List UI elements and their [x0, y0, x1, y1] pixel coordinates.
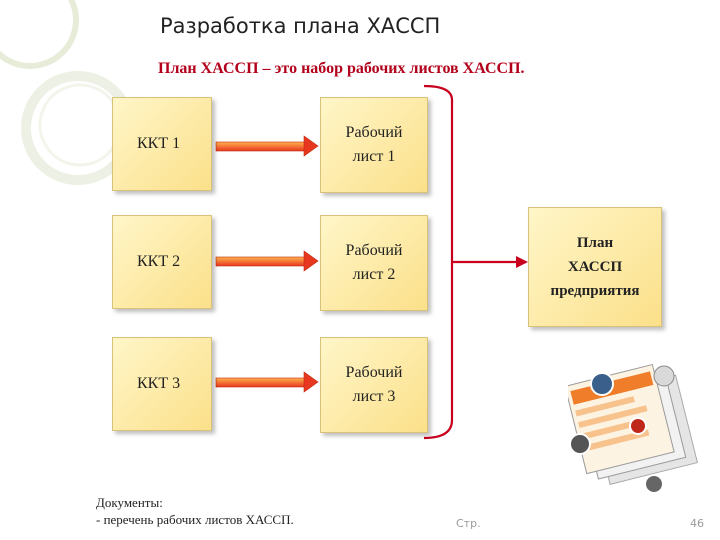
bracket-arrowhead: [516, 256, 528, 268]
haccp-plan-box: План ХАССП предприятия: [528, 207, 662, 327]
arrow-1: [215, 135, 319, 157]
ccp-box-1: ККТ 1: [112, 97, 212, 191]
worksheet-number: лист 2: [352, 266, 396, 283]
ccp-label: ККТ 3: [137, 375, 181, 392]
documents-item: - перечень рабочих листов ХАССП.: [96, 512, 294, 527]
ccp-box-3: ККТ 3: [112, 337, 212, 431]
arrow-3: [215, 371, 319, 393]
worksheet-number: лист 1: [352, 148, 396, 165]
documents-heading: Документы:: [96, 495, 163, 510]
ccp-label: ККТ 1: [137, 135, 181, 152]
worksheet-box-3: Рабочий лист 3: [320, 337, 428, 433]
worksheet-label: Рабочий: [345, 364, 403, 381]
plan-line-3: предприятия: [550, 283, 640, 299]
worksheet-box-1: Рабочий лист 1: [320, 97, 428, 193]
plan-line-2: ХАССП: [567, 259, 623, 275]
worksheet-label: Рабочий: [345, 242, 403, 259]
worksheet-label: Рабочий: [345, 124, 403, 141]
arrow-2: [215, 250, 319, 272]
worksheet-box-2: Рабочий лист 2: [320, 215, 428, 311]
worksheet-number: лист 3: [352, 388, 396, 405]
plan-line-1: План: [576, 235, 614, 251]
documents-note: Документы: - перечень рабочих листов ХАС…: [96, 494, 294, 528]
page-label: Стр.: [456, 517, 481, 530]
page-subtitle: План ХАССП – это набор рабочих листов ХА…: [158, 60, 525, 77]
page-number: 46: [690, 517, 704, 530]
page-title: Разработка плана ХАССП: [160, 14, 441, 38]
ccp-label: ККТ 2: [137, 253, 181, 270]
documents-illustration: [568, 363, 699, 494]
bracket: [423, 84, 526, 440]
ccp-box-2: ККТ 2: [112, 215, 212, 309]
